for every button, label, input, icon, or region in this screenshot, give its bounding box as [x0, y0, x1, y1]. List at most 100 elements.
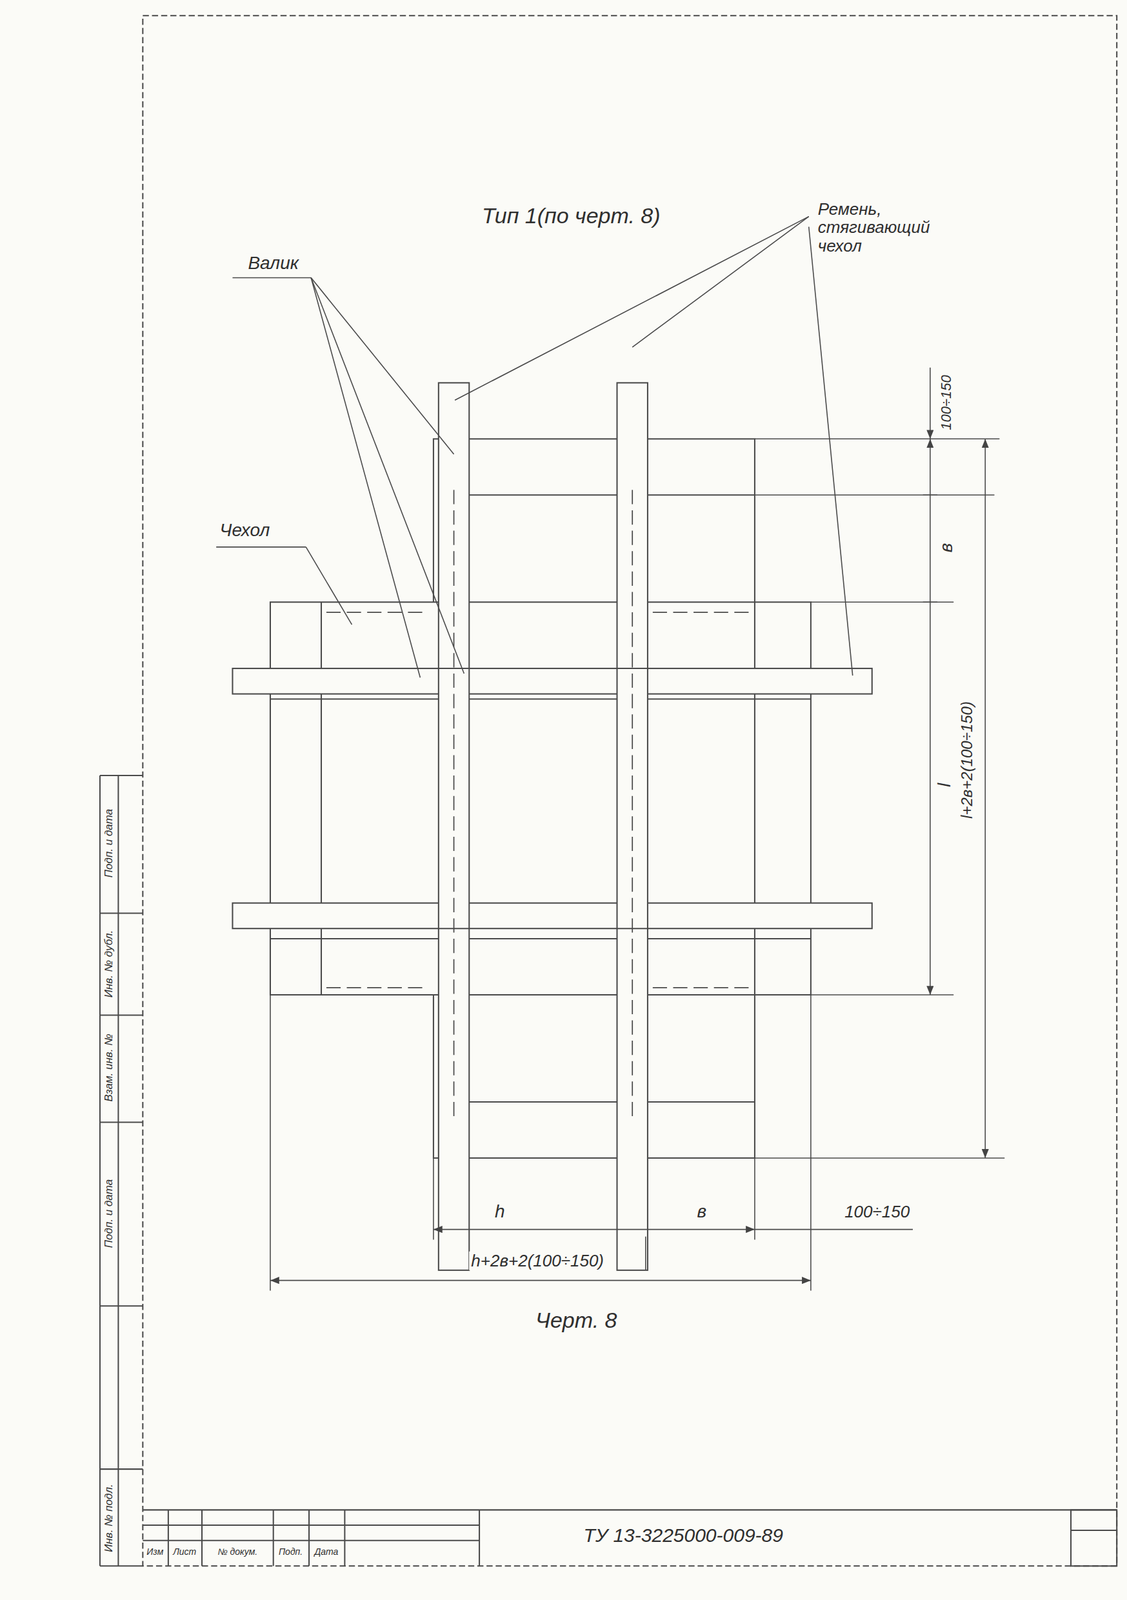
stitching [631, 489, 633, 1122]
extension-line [810, 601, 954, 603]
stitching [326, 611, 429, 613]
dimension-text: 100÷150 [842, 1202, 912, 1222]
dimension-line [923, 601, 938, 603]
extension-line [754, 438, 1000, 440]
extension-line [810, 994, 812, 1291]
extension-line [810, 994, 954, 996]
title-block [272, 1509, 275, 1566]
part-label: Ремень, стягивающий чехол [816, 199, 943, 256]
title-block-cell: Дата [312, 1547, 340, 1558]
stamp-cell: Инв. № подл. [103, 1481, 116, 1555]
title-block-cell: Изм [144, 1547, 166, 1558]
extension-line [754, 1157, 1005, 1159]
dimension-line [270, 1279, 811, 1282]
title-block [343, 1509, 346, 1566]
sheet-frame [99, 774, 143, 777]
sheet-frame [99, 1565, 143, 1567]
leader-line [310, 278, 420, 679]
sheet-frame [99, 15, 1117, 1566]
stitching [326, 489, 750, 1122]
stitching [453, 489, 455, 1122]
leader-line [310, 278, 464, 674]
extension-line [754, 494, 995, 496]
title-block-cell: Лист [170, 1547, 199, 1558]
extension-line [645, 1236, 647, 1271]
leader-line [216, 546, 306, 548]
extension-line [754, 1157, 756, 1240]
strap [617, 382, 648, 1270]
dimension-text: в [936, 541, 957, 555]
dimension-text: h+2в+2(100÷150) [468, 1251, 606, 1271]
drawing-title: Тип 1(по черт. 8) [479, 203, 662, 228]
stitching [326, 987, 429, 989]
stamp-cell: Подп. и дата [103, 807, 116, 880]
leader-line [808, 226, 853, 676]
sheet-frame [117, 775, 119, 1566]
cover [320, 601, 322, 995]
title-block [478, 1509, 480, 1566]
leader-line [305, 547, 352, 625]
sheet-frame [99, 775, 101, 1566]
dimension-text: l [934, 781, 955, 789]
sheet-frame [142, 15, 1117, 1566]
title-block [167, 1509, 170, 1566]
title-block [142, 1509, 1117, 1566]
cover [270, 601, 811, 995]
part-label: Чехол [218, 520, 273, 541]
cover [270, 698, 811, 700]
sheet-frame [99, 1468, 143, 1470]
dimension-text: h [492, 1201, 508, 1222]
stamp-cell: Инв. № дубл. [103, 928, 116, 1000]
dimension-line [433, 1228, 755, 1231]
sheet-frame [99, 912, 143, 914]
sheet-frame [99, 1305, 143, 1307]
dimension-line [754, 1228, 913, 1231]
cover [468, 494, 755, 496]
dimension-text: в [694, 1201, 709, 1222]
title-block [479, 1508, 1117, 1511]
title-block-cell: Подп. [276, 1547, 305, 1558]
dimension-line [923, 494, 938, 496]
leader-line [632, 216, 809, 348]
dimension-line [984, 438, 986, 1158]
stitching [652, 611, 750, 613]
leader-line [232, 277, 311, 279]
sheet-frame [99, 1121, 143, 1124]
roller [232, 903, 872, 929]
title-block [142, 1524, 480, 1526]
roller [232, 668, 872, 929]
extension-line [270, 438, 1005, 1291]
cover [270, 438, 811, 1158]
dimension-line [929, 438, 931, 995]
strap [438, 382, 469, 1270]
leader-line [216, 216, 853, 679]
leader-line [310, 278, 454, 455]
drawing-caption: Черт. 8 [533, 1308, 619, 1333]
sheet-frame [99, 1014, 143, 1017]
leader-line [454, 216, 809, 401]
title-block [142, 1508, 480, 1511]
dimension-line [270, 367, 986, 1281]
roller [232, 668, 872, 695]
stitching [652, 987, 750, 989]
dimension-line [929, 367, 931, 440]
strap [438, 667, 469, 669]
title-block [201, 1509, 203, 1566]
strap [617, 667, 648, 669]
title-block [1070, 1509, 1117, 1566]
cover [270, 937, 811, 940]
dimension-text: l+2в+2(100÷150) [958, 699, 976, 821]
extension-line [432, 1157, 435, 1240]
dimension-text: 100÷150 [938, 373, 955, 433]
title-block [308, 1509, 310, 1566]
stamp-cell: Подп. и дата [103, 1177, 116, 1250]
cover [754, 601, 756, 995]
stamp-cell: Взам. инв. № [103, 1032, 116, 1104]
strap [438, 382, 648, 1270]
document-code: ТУ 13-3225000-009-89 [581, 1524, 786, 1546]
part-label: Валик [245, 252, 301, 273]
title-block-cell: № докум. [216, 1547, 260, 1558]
title-block [142, 1539, 480, 1542]
title-block [1070, 1529, 1117, 1531]
